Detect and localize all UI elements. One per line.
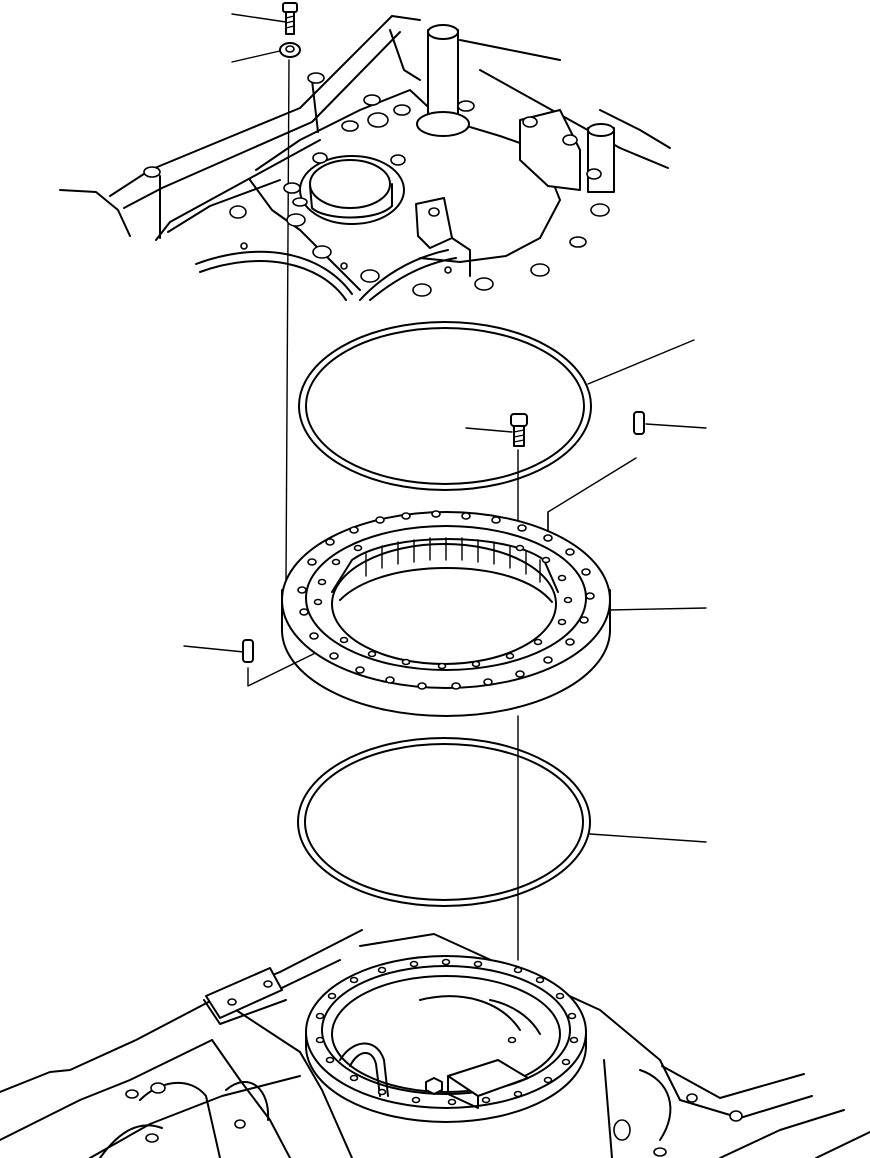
leader-dowel-right-target — [547, 457, 637, 531]
swing-circle-icon — [281, 510, 611, 717]
outer-bolt-holes — [297, 510, 595, 690]
inner-bolt-holes — [313, 544, 573, 670]
seat-bolt-holes — [315, 958, 579, 1106]
leader-washer-top — [231, 49, 285, 63]
lower-seal-ring-icon — [297, 737, 591, 907]
revolving-frame-icon — [59, 15, 671, 301]
dowel-pin-right-icon — [633, 411, 645, 435]
leader-lines — [183, 13, 707, 843]
axis-left — [285, 59, 290, 581]
leader-mounting-bolt — [465, 427, 513, 433]
bolt-top-icon — [282, 2, 298, 35]
dowel-pin-left-icon — [242, 639, 254, 663]
track-frame-icon — [0, 929, 870, 1158]
leader-bolt-top — [231, 13, 287, 23]
leader-dowel-left — [183, 645, 245, 653]
leader-upper-seal — [587, 339, 695, 385]
washer-top-icon — [279, 42, 301, 58]
gear-teeth — [365, 537, 541, 583]
mounting-bolt-icon — [510, 413, 528, 447]
leader-lower-seal — [589, 833, 707, 843]
upper-seal-ring-icon — [298, 321, 592, 491]
leader-swing-circle — [609, 607, 707, 611]
leader-dowel-right — [645, 423, 707, 429]
leader-dowel-left-target — [247, 639, 343, 687]
